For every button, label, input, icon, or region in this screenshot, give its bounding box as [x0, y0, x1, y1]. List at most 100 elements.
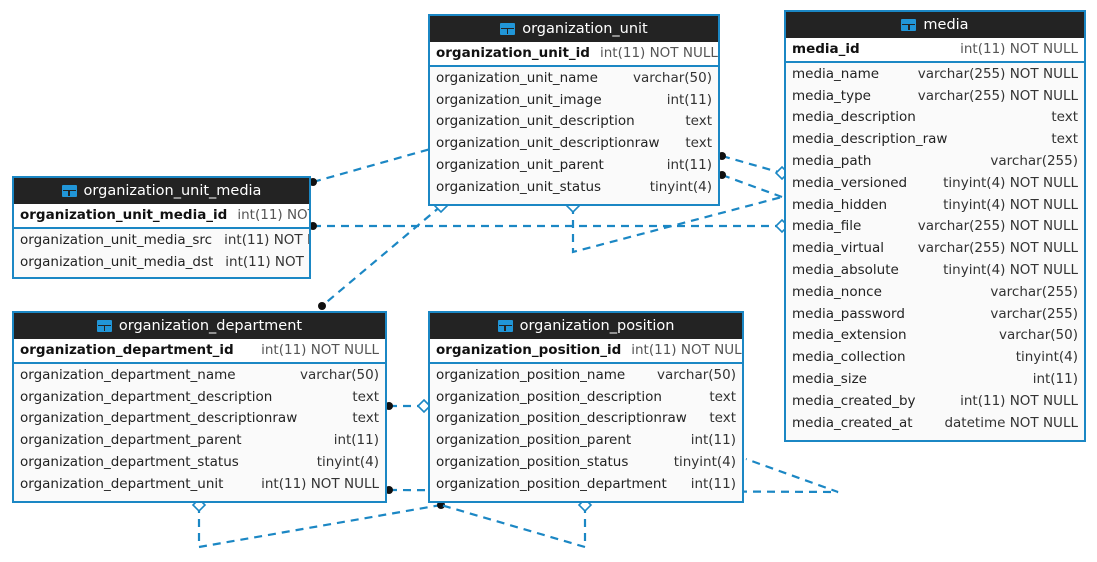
- column-name: media_absolute: [792, 262, 899, 279]
- column-type: text: [1051, 109, 1078, 126]
- column-type: varchar(50): [632, 69, 712, 86]
- table-icon: [500, 23, 516, 35]
- column-name: organization_position_description: [436, 388, 662, 405]
- column-name: media_created_at: [792, 414, 913, 431]
- column-name: media_collection: [792, 349, 906, 366]
- column-type: int(11) NOT NULL: [261, 475, 379, 492]
- table-header-organization_department[interactable]: organization_department: [14, 313, 385, 339]
- table-header-media[interactable]: media: [786, 12, 1084, 38]
- column-type: text: [709, 410, 736, 427]
- column-name: organization_department_parent: [20, 432, 242, 449]
- primary-key-type: int(11) NOT NULL: [261, 342, 379, 358]
- column-name: organization_unit_parent: [436, 157, 604, 174]
- table-header-organization_unit[interactable]: organization_unit: [430, 16, 718, 42]
- relation-line-rel-dept-parent-loop[interactable]: [197, 503, 442, 549]
- column-name: media_type: [792, 87, 871, 104]
- column-name: organization_position_status: [436, 454, 629, 471]
- column-name: media_size: [792, 371, 867, 388]
- column-type: varchar(255): [990, 153, 1078, 170]
- relation-line-rel-oum-src-unit[interactable]: [312, 144, 442, 184]
- primary-key-type: int(11) NOT NULL: [599, 45, 718, 61]
- table-icon: [61, 185, 77, 197]
- column-type: text: [352, 388, 379, 405]
- column-name: media_virtual: [792, 240, 884, 257]
- table-icon: [96, 320, 112, 332]
- column-type: tinyint(4): [1015, 349, 1078, 366]
- primary-key-type: int(11) NOT NULL: [237, 207, 309, 223]
- relation-line-rel-unit-parent-b[interactable]: [721, 173, 783, 199]
- primary-key-type: int(11) NOT NULL: [631, 342, 744, 358]
- relation-line-rel-unit-parent-a[interactable]: [721, 154, 783, 175]
- column-row[interactable]: media_type varchar(255) NOT NULL: [786, 85, 1084, 107]
- relation-line-rel-dept-unit[interactable]: [321, 205, 442, 307]
- column-name: organization_department_status: [20, 454, 239, 471]
- table-header-organization_position[interactable]: organization_position: [430, 313, 742, 339]
- primary-key-row[interactable]: organization_position_id int(11) NOT NULL: [430, 339, 742, 364]
- table-organization_position[interactable]: organization_position organization_positi…: [428, 311, 744, 503]
- primary-key-name: media_id: [792, 41, 860, 57]
- column-name: media_hidden: [792, 196, 888, 213]
- column-type: int(11) NOT NULL: [225, 253, 309, 270]
- primary-key-name: organization_position_id: [436, 342, 622, 358]
- column-name: media_file: [792, 218, 862, 235]
- column-row[interactable]: media_collection tinyint(4): [786, 346, 1084, 368]
- column-row[interactable]: organization_unit_name varchar(50): [430, 67, 718, 89]
- column-name: organization_department_descriptionraw: [20, 410, 298, 427]
- column-name: media_nonce: [792, 283, 882, 300]
- table-header-organization_unit_media[interactable]: organization_unit_media: [14, 178, 309, 204]
- column-name: media_description_raw: [792, 131, 948, 148]
- column-name: organization_unit_name: [436, 69, 598, 86]
- column-type: varchar(255): [990, 305, 1078, 322]
- column-type: varchar(50): [998, 327, 1078, 344]
- table-icon: [497, 320, 513, 332]
- column-type: text: [685, 135, 712, 152]
- column-row[interactable]: media_description_raw text: [786, 128, 1084, 150]
- primary-key-row[interactable]: organization_department_id int(11) NOT NU…: [14, 339, 385, 364]
- primary-key-name: organization_department_id: [20, 342, 234, 358]
- column-type: varchar(255) NOT NULL: [917, 87, 1078, 104]
- table-title: organization_position: [519, 318, 675, 334]
- relation-line-rel-pos-parent-loop[interactable]: [440, 503, 587, 549]
- column-type: text: [1051, 131, 1078, 148]
